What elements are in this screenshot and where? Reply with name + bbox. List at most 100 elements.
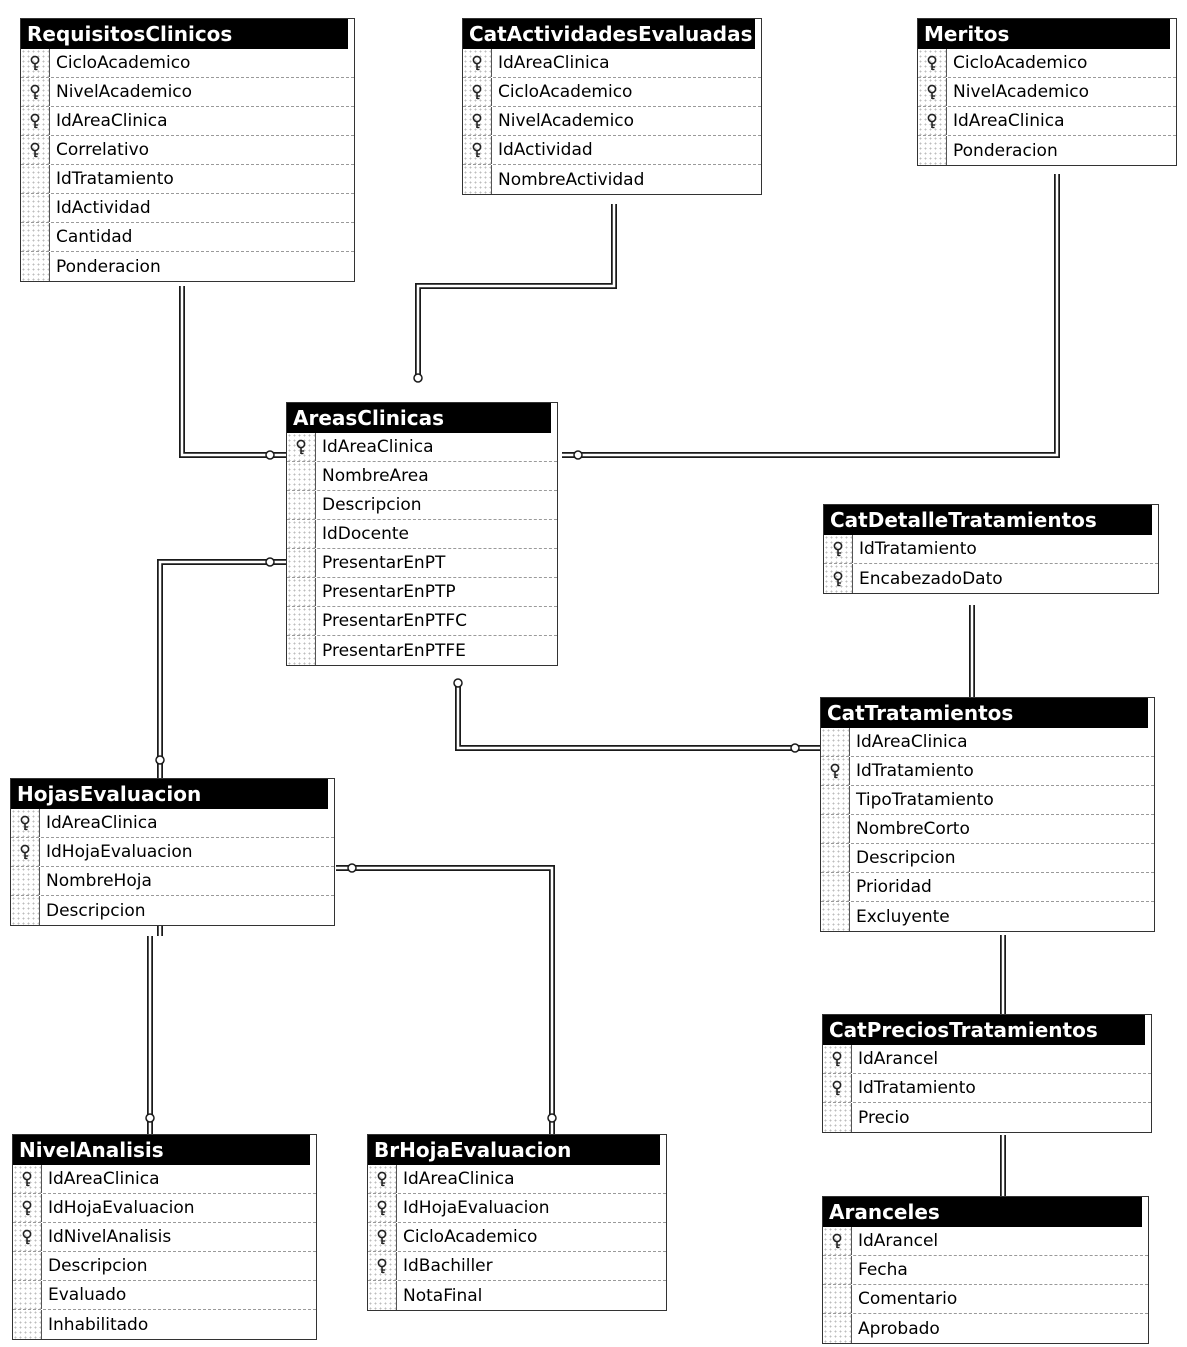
key-icon <box>463 78 492 106</box>
column-row[interactable]: IdTratamiento <box>21 165 354 194</box>
column-row[interactable]: Precio <box>823 1103 1151 1132</box>
column-row[interactable]: Aprobado <box>823 1314 1148 1343</box>
column-row[interactable]: NombreCorto <box>821 815 1154 844</box>
column-row[interactable]: IdHojaEvaluacion <box>368 1194 666 1223</box>
column-row[interactable]: IdAreaClinica <box>918 107 1176 136</box>
key-icon <box>463 107 492 135</box>
column-name: IdBachiller <box>403 1256 493 1276</box>
key-icon <box>11 809 40 837</box>
column-row[interactable]: PresentarEnPTP <box>287 578 557 607</box>
column-row[interactable]: Ponderacion <box>21 252 354 281</box>
column-row[interactable]: NombreActividad <box>463 165 761 194</box>
column-row[interactable]: IdAreaClinica <box>463 49 761 78</box>
column-icon <box>821 844 850 872</box>
relationship-endpoint <box>145 1113 155 1123</box>
column-row[interactable]: Cantidad <box>21 223 354 252</box>
column-row[interactable]: IdActividad <box>463 136 761 165</box>
column-name: NombreCorto <box>856 819 970 839</box>
column-row[interactable]: IdDocente <box>287 520 557 549</box>
column-row[interactable]: PresentarEnPTFE <box>287 636 557 665</box>
column-row[interactable]: IdActividad <box>21 194 354 223</box>
key-icon <box>463 136 492 164</box>
column-row[interactable]: IdHojaEvaluacion <box>11 838 334 867</box>
column-row[interactable]: EncabezadoDato <box>824 564 1158 593</box>
column-row[interactable]: IdHojaEvaluacion <box>13 1194 316 1223</box>
column-row[interactable]: NivelAcademico <box>918 78 1176 107</box>
column-name: NombreActividad <box>498 169 645 190</box>
column-icon <box>13 1252 42 1280</box>
column-name: CicloAcademico <box>953 53 1088 73</box>
column-row[interactable]: NombreArea <box>287 462 557 491</box>
column-row[interactable]: CicloAcademico <box>463 78 761 107</box>
relationship-endpoint <box>413 373 423 383</box>
key-icon <box>918 78 947 106</box>
column-name: IdAreaClinica <box>46 813 158 833</box>
column-name: IdTratamiento <box>859 539 977 559</box>
column-row[interactable]: NombreHoja <box>11 867 334 896</box>
column-name: IdArancel <box>858 1049 939 1069</box>
column-row[interactable]: CicloAcademico <box>21 49 354 78</box>
column-row[interactable]: NivelAcademico <box>463 107 761 136</box>
column-row[interactable]: Prioridad <box>821 873 1154 902</box>
column-icon <box>21 223 50 251</box>
column-row[interactable]: TipoTratamiento <box>821 786 1154 815</box>
relationship-line <box>179 286 286 458</box>
column-row[interactable]: Fecha <box>823 1256 1148 1285</box>
column-name: IdActividad <box>498 140 593 160</box>
column-row[interactable]: Excluyente <box>821 902 1154 931</box>
column-row[interactable]: Descripcion <box>287 491 557 520</box>
column-row[interactable]: Descripcion <box>821 844 1154 873</box>
column-name: Fecha <box>858 1260 908 1280</box>
column-row[interactable]: IdArancel <box>823 1227 1148 1256</box>
column-row[interactable]: Correlativo <box>21 136 354 165</box>
key-icon <box>823 1074 852 1102</box>
column-row[interactable]: Ponderacion <box>918 136 1176 165</box>
column-row[interactable]: IdAreaClinica <box>368 1165 666 1194</box>
column-row[interactable]: Descripcion <box>13 1252 316 1281</box>
column-icon <box>368 1281 397 1310</box>
column-row[interactable]: Evaluado <box>13 1281 316 1310</box>
column-row[interactable]: CicloAcademico <box>918 49 1176 78</box>
column-row[interactable]: IdBachiller <box>368 1252 666 1281</box>
column-row[interactable]: PresentarEnPT <box>287 549 557 578</box>
relationship-endpoint <box>573 450 583 460</box>
column-row[interactable]: IdAreaClinica <box>821 728 1154 757</box>
column-row[interactable]: IdAreaClinica <box>13 1165 316 1194</box>
column-row[interactable]: Comentario <box>823 1285 1148 1314</box>
column-row[interactable]: NotaFinal <box>368 1281 666 1310</box>
key-icon <box>918 107 947 135</box>
column-row[interactable]: IdAreaClinica <box>11 809 334 838</box>
column-row[interactable]: CicloAcademico <box>368 1223 666 1252</box>
column-icon <box>463 165 492 194</box>
key-icon <box>368 1194 397 1222</box>
column-row[interactable]: IdTratamiento <box>821 757 1154 786</box>
column-row[interactable]: IdAreaClinica <box>21 107 354 136</box>
table-title: CatPreciosTratamientos <box>823 1015 1145 1045</box>
column-name: IdTratamiento <box>856 761 974 781</box>
column-row[interactable]: IdArancel <box>823 1045 1151 1074</box>
column-row[interactable]: PresentarEnPTFC <box>287 607 557 636</box>
column-icon <box>821 873 850 901</box>
column-row[interactable]: Inhabilitado <box>13 1310 316 1339</box>
column-row[interactable]: IdTratamiento <box>824 535 1158 564</box>
column-row[interactable]: IdAreaClinica <box>287 433 557 462</box>
column-row[interactable]: IdNivelAnalisis <box>13 1223 316 1252</box>
relationship-endpoint <box>453 678 463 688</box>
relationship-line <box>336 865 555 1134</box>
table-title: CatDetalleTratamientos <box>824 505 1152 535</box>
column-icon <box>823 1314 852 1343</box>
column-row[interactable]: IdTratamiento <box>823 1074 1151 1103</box>
column-row[interactable]: Descripcion <box>11 896 334 925</box>
column-row[interactable]: NivelAcademico <box>21 78 354 107</box>
